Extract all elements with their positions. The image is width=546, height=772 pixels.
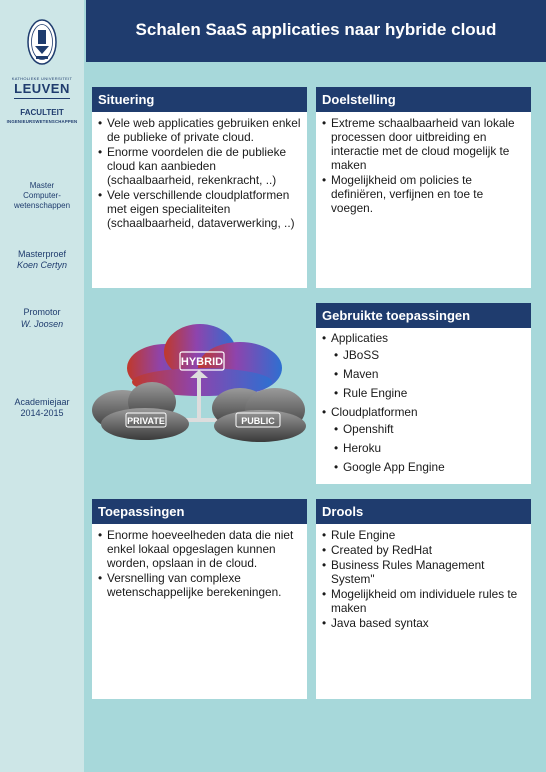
panel-doelstelling: Doelstelling Extreme schaalbaarheid van … <box>316 87 531 288</box>
list-item: Enorme hoeveelheden data die niet enkel … <box>98 528 303 570</box>
year-value: 2014-2015 <box>20 408 64 418</box>
list-item: Vele web applicaties gebruiken enkel de … <box>98 116 303 144</box>
list-item: Rule Engine <box>322 386 527 400</box>
public-label: PUBLIC <box>241 416 275 426</box>
program-line-1: Master <box>29 181 55 190</box>
list-item: Business Rules Management System" <box>322 558 527 586</box>
panel-gebruikte-toepassingen: Gebruikte toepassingen Applicaties JBoSS… <box>316 303 531 484</box>
list-item: Mogelijkheid om policies te definiëren, … <box>322 173 527 215</box>
list-item: Extreme schaalbaarheid van lokale proces… <box>322 116 527 172</box>
list-item: JBoSS <box>322 348 527 362</box>
list-item: Enorme voordelen die de publieke cloud k… <box>98 145 303 187</box>
list-item: Cloudplatformen <box>322 405 527 419</box>
list-item: Versnelling van complexe wetenschappelij… <box>98 571 303 599</box>
thesis-label: Masterproef <box>17 249 67 259</box>
list-item: Heroku <box>322 441 527 455</box>
private-cloud-icon <box>92 382 189 440</box>
list-item: Openshift <box>322 422 527 436</box>
panel-situering: Situering Vele web applicaties gebruiken… <box>92 87 307 288</box>
sidebar: KATHOLIEKE UNIVERSITEIT LEUVEN FACULTEIT… <box>0 0 84 772</box>
promotor-label: Promotor <box>23 307 61 317</box>
panel-drools: Drools Rule Engine Created by RedHat Bus… <box>316 499 531 699</box>
program-line-3: wetenschappen <box>13 201 71 210</box>
divider <box>14 98 70 99</box>
university-seal-icon <box>27 19 57 65</box>
list-item: Rule Engine <box>322 528 527 542</box>
panel-title: Drools <box>316 499 531 524</box>
list-item: Vele verschillende cloudplatformen met e… <box>98 188 303 230</box>
hybrid-label: HYBRID <box>181 356 223 368</box>
panel-title: Situering <box>92 87 307 112</box>
year-label: Academiejaar <box>14 397 70 407</box>
panel-toepassingen: Toepassingen Enorme hoeveelheden data di… <box>92 499 307 699</box>
list-item: Mogelijkheid om individuele rules te mak… <box>322 587 527 615</box>
private-label: PRIVATE <box>127 416 165 426</box>
hybrid-cloud-diagram: HYBRID PRIVATE PUBLIC <box>92 324 306 442</box>
header-banner: Schalen SaaS applicaties naar hybride cl… <box>86 0 546 62</box>
program-line-2: Computer- <box>23 191 61 200</box>
list-item: Applicaties <box>322 331 527 345</box>
list-item: Maven <box>322 367 527 381</box>
panel-title: Toepassingen <box>92 499 307 524</box>
list-item: Created by RedHat <box>322 543 527 557</box>
panel-title: Gebruikte toepassingen <box>316 303 531 328</box>
thesis-author: Koen Certyn <box>16 260 68 270</box>
page-title: Schalen SaaS applicaties naar hybride cl… <box>135 20 497 39</box>
panel-title: Doelstelling <box>316 87 531 112</box>
university-name: LEUVEN <box>14 81 70 96</box>
promotor-name: W. Joosen <box>20 319 64 329</box>
faculty-sub-label: INGENIEURSWETENSCHAPPEN <box>6 119 78 124</box>
list-item: Java based syntax <box>322 616 527 630</box>
university-small-label: KATHOLIEKE UNIVERSITEIT <box>11 76 73 81</box>
faculty-label: FACULTEIT <box>20 108 64 117</box>
list-item: Google App Engine <box>322 460 527 474</box>
public-cloud-icon <box>212 388 306 442</box>
